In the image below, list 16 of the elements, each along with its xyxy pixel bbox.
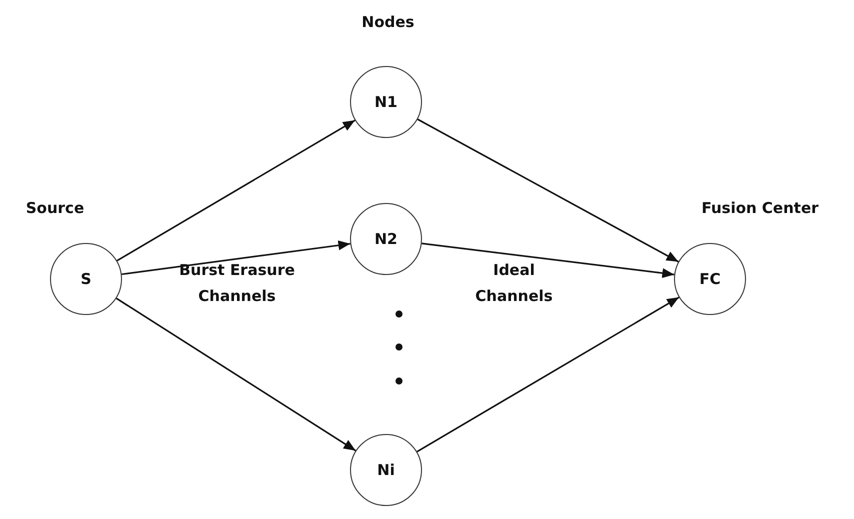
text-label: Nodes bbox=[360, 12, 416, 33]
arrow bbox=[416, 296, 680, 452]
node-circle: N2 bbox=[350, 203, 422, 275]
node-circle: Ni bbox=[350, 434, 422, 506]
text-label: Ideal Channels bbox=[474, 260, 554, 307]
node-circle: FC bbox=[674, 243, 746, 315]
node-circle: S bbox=[50, 243, 122, 315]
node-heading: Source bbox=[26, 199, 84, 217]
text-label: Burst Erasure Channels bbox=[178, 260, 296, 307]
arrow bbox=[122, 240, 350, 276]
arrow bbox=[417, 118, 679, 262]
node-circle: N1 bbox=[350, 66, 422, 138]
node-heading: Fusion Center bbox=[701, 199, 819, 217]
arrow bbox=[116, 298, 356, 452]
arrow bbox=[422, 242, 674, 278]
arrow bbox=[116, 120, 356, 262]
